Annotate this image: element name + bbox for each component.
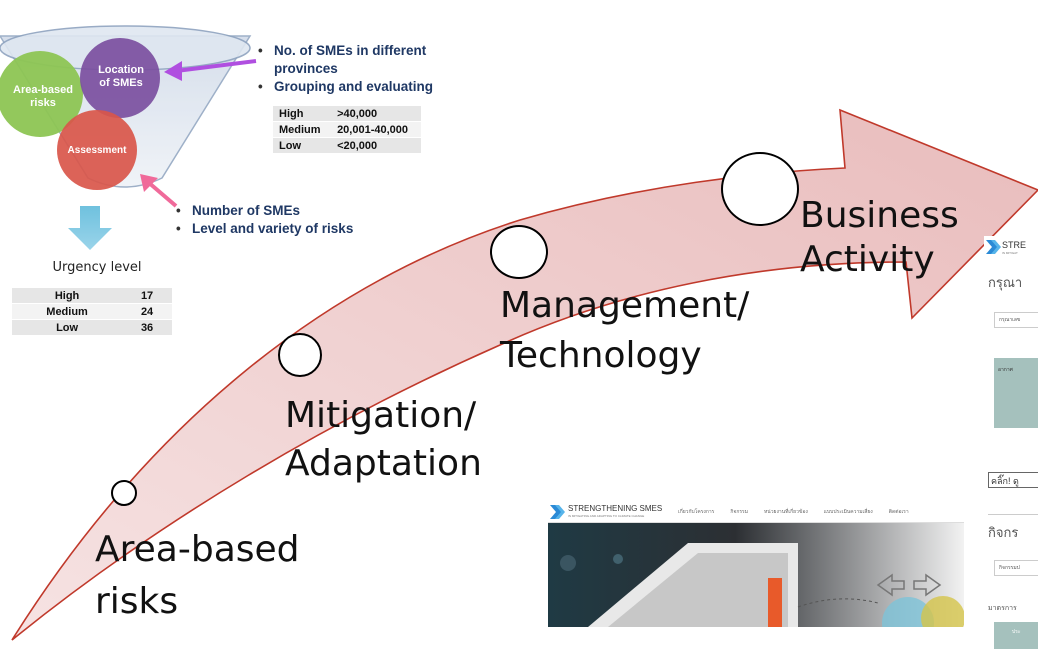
site-logo-sub: IN MITIGATING AND ADAPTING TO CLIMATE CH… xyxy=(568,514,645,518)
table-cell: 17 xyxy=(122,288,172,304)
assessment-notes: Number of SMEs Level and variety of risk… xyxy=(174,202,384,238)
measure-box-text: ประ xyxy=(1012,629,1021,635)
stage-label-line2: Adaptation xyxy=(285,443,482,484)
form-logo-text: STRE xyxy=(1002,240,1027,250)
stage-label-line2: Technology xyxy=(500,335,702,376)
measure-box: ประ xyxy=(994,622,1038,649)
purple-pointer-arrow xyxy=(164,59,257,81)
site-nav: เกี่ยวกับโครงการ กิจกรรม หน่วยงานที่เกี่… xyxy=(678,508,909,516)
table-row: Low<20,000 xyxy=(273,137,421,154)
logo-chevron-icon xyxy=(986,240,1001,254)
website-header: STRENGTHENING SMES IN MITIGATING AND ADA… xyxy=(548,502,964,523)
circle-label-location: Location of SMEs xyxy=(98,64,144,89)
stage-label-line1: Mitigation/ xyxy=(285,395,477,436)
table-cell: Medium xyxy=(12,303,123,320)
circle-label-area: Area-based risks xyxy=(13,84,73,109)
table-cell: Medium xyxy=(273,121,332,138)
circle-label-assessment: Assessment xyxy=(67,145,127,156)
table-cell: Low xyxy=(12,319,123,336)
stage-marker-3 xyxy=(490,225,548,279)
down-arrow-icon xyxy=(68,206,112,250)
pink-pointer-arrow xyxy=(140,174,178,208)
location-circle xyxy=(80,38,160,118)
stage-label-line2: risks xyxy=(95,581,179,622)
stage-label-line1: Management/ xyxy=(500,285,750,326)
location-notes: No. of SMEs in different provinces Group… xyxy=(256,42,456,96)
stage-marker-2 xyxy=(278,333,322,377)
table-cell: 24 xyxy=(122,303,172,320)
nav-item[interactable]: เกี่ยวกับโครงการ xyxy=(678,509,715,515)
assessment-circle xyxy=(57,110,137,190)
logo-chevron-icon xyxy=(550,505,565,519)
table-cell: Low xyxy=(273,137,332,154)
nav-item[interactable]: แบบประเมินความเสี่ยง xyxy=(823,509,873,515)
stage-marker-1 xyxy=(111,480,137,506)
note-item: No. of SMEs in different provinces xyxy=(256,42,456,78)
hero-image xyxy=(548,523,964,627)
area-risk-circle xyxy=(0,51,83,137)
note-item: Level and variety of risks xyxy=(174,220,384,238)
select-text: กิจกรรมป xyxy=(999,565,1020,571)
urgency-title: Urgency level xyxy=(52,260,142,275)
form-screenshot: STRE IN MITIGAT กรุณา กรุณาเลข อากาศ คลิ… xyxy=(984,236,1038,649)
table-cell: High xyxy=(273,106,332,122)
stage-label-line2: Activity xyxy=(800,239,935,280)
info-box-text: อากาศ xyxy=(998,367,1013,373)
province-select[interactable]: กรุณาเลข xyxy=(994,312,1038,328)
view-button[interactable]: คลิ๊ก! ดู xyxy=(988,472,1038,488)
table-cell: 36 xyxy=(122,319,172,336)
form-logo-sub: IN MITIGAT xyxy=(1002,251,1018,255)
section-divider xyxy=(988,514,1038,515)
stage-label-business: Business Activity xyxy=(800,194,959,282)
stage-label-line1: Business xyxy=(800,195,959,236)
table-cell: High xyxy=(12,288,123,304)
table-cell: >40,000 xyxy=(331,106,421,122)
form-heading: กรุณา xyxy=(988,276,1023,291)
stage-marker-4 xyxy=(721,152,799,226)
note-item: Number of SMEs xyxy=(174,202,384,220)
stage-label-management: Management/ Technology xyxy=(500,284,749,378)
stage-label-line1: Area-based xyxy=(95,529,300,570)
table-cell: 20,001-40,000 xyxy=(331,121,421,138)
website-screenshot: STRENGTHENING SMES IN MITIGATING AND ADA… xyxy=(548,502,964,627)
view-button-label: คลิ๊ก! ดู xyxy=(991,476,1019,486)
section-heading: กิจกร xyxy=(988,526,1019,541)
stage-label-area-based: Area-based risks xyxy=(95,528,300,624)
activity-select[interactable]: กิจกรรมป xyxy=(994,560,1038,576)
nav-item[interactable]: หน่วยงานที่เกี่ยวข้อง xyxy=(764,509,808,515)
site-logo-text: STRENGTHENING SMES xyxy=(568,504,663,513)
nav-item[interactable]: กิจกรรม xyxy=(730,509,749,515)
table-cell: <20,000 xyxy=(331,137,421,154)
measure-label: มาตรการ xyxy=(988,604,1017,612)
nav-item[interactable]: ติดต่อเรา xyxy=(888,509,909,515)
select-text: กรุณาเลข xyxy=(999,317,1021,323)
info-box: อากาศ xyxy=(994,358,1038,428)
note-item: Grouping and evaluating xyxy=(256,78,456,96)
funnel-diagram xyxy=(0,25,252,190)
table-row: High>40,000 xyxy=(273,106,421,122)
stage-label-mitigation: Mitigation/ Adaptation xyxy=(285,394,482,486)
